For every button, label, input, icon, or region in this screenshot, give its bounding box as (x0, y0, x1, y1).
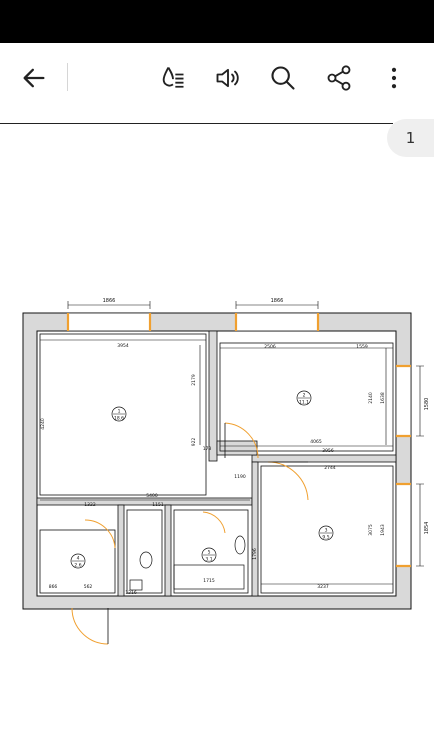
room-marker: 2 11.1 (296, 390, 312, 406)
more-vertical-icon (391, 67, 397, 89)
share-icon (327, 65, 351, 91)
text-to-speech-reader-icon (162, 67, 184, 88)
dimension-label: 173 (203, 446, 212, 452)
fixtures (129, 535, 246, 591)
arrow-left-icon (23, 68, 45, 88)
room-marker: 4 2.6 (70, 553, 86, 569)
dimension-label: 2506 (264, 344, 276, 350)
dimension-label: 3075 (368, 524, 374, 536)
dimension-label: 2140 (368, 392, 374, 404)
room-marker: 3 9.5 (318, 525, 334, 541)
dimension-label: 1943 (380, 524, 386, 536)
search-icon (271, 66, 295, 90)
dimension-label: 3954 (117, 343, 129, 349)
room-area: 2.6 (74, 563, 81, 569)
room-marker: 1 18.6 (111, 406, 127, 422)
room-area: 9.5 (322, 535, 329, 541)
dimension-label: 4240 (40, 418, 46, 430)
dimension-label: 1796 (252, 548, 258, 560)
room-area: 11.1 (299, 400, 309, 406)
more-options-button[interactable] (373, 57, 415, 99)
reader-mode-button[interactable] (152, 57, 194, 99)
window-dim-label: 1854 (424, 522, 430, 535)
room-number: 2 (303, 393, 306, 399)
speaker-icon (216, 68, 239, 88)
room-number: 4 (77, 556, 80, 562)
dimension-label: 2744 (324, 465, 336, 471)
dimension-label: 1190 (234, 474, 246, 480)
room-marker: 5 3.1 (201, 547, 217, 563)
back-button[interactable] (13, 57, 55, 99)
interior-walls (36, 330, 397, 597)
dimension-label: 1322 (84, 502, 96, 508)
toolbar-divider (67, 63, 68, 91)
page-top-border (0, 123, 393, 124)
dimension-label: 3956 (322, 448, 334, 454)
dimension-label: 1559 (356, 344, 368, 350)
dimension-label: 1638 (380, 392, 386, 404)
room-area: 3.1 (205, 557, 212, 563)
dimension-label: 1216 (125, 590, 137, 596)
page-number-badge: 1 (387, 119, 434, 157)
room-number: 1 (118, 409, 121, 415)
dimension-label: 922 (191, 438, 197, 447)
search-button[interactable] (262, 57, 304, 99)
floor-plan-drawing[interactable]: 1866 1866 1580 1854 3954 2506 1559 2140 … (0, 290, 434, 655)
dimension-label: 1151 (152, 502, 164, 508)
dimension-label: 2179 (191, 374, 197, 386)
room-area: 18.6 (114, 416, 124, 422)
reader-toolbar (0, 43, 434, 113)
dimension-label: 866 (49, 584, 58, 590)
share-button[interactable] (318, 57, 360, 99)
dimension-label: 5400 (146, 493, 158, 499)
room-number: 3 (325, 528, 328, 534)
window-dim-label: 1866 (271, 298, 284, 304)
dimension-label: 3237 (317, 584, 329, 590)
windows (67, 312, 412, 567)
dimension-label: 562 (84, 584, 93, 590)
window-dim-label: 1580 (424, 398, 430, 411)
status-bar (0, 0, 434, 43)
room-number: 5 (208, 550, 211, 556)
dimension-label: 4065 (310, 439, 322, 445)
window-dim-label: 1866 (103, 298, 116, 304)
dimension-label: 1715 (203, 578, 215, 584)
door-swings (71, 422, 309, 645)
read-aloud-button[interactable] (207, 57, 249, 99)
